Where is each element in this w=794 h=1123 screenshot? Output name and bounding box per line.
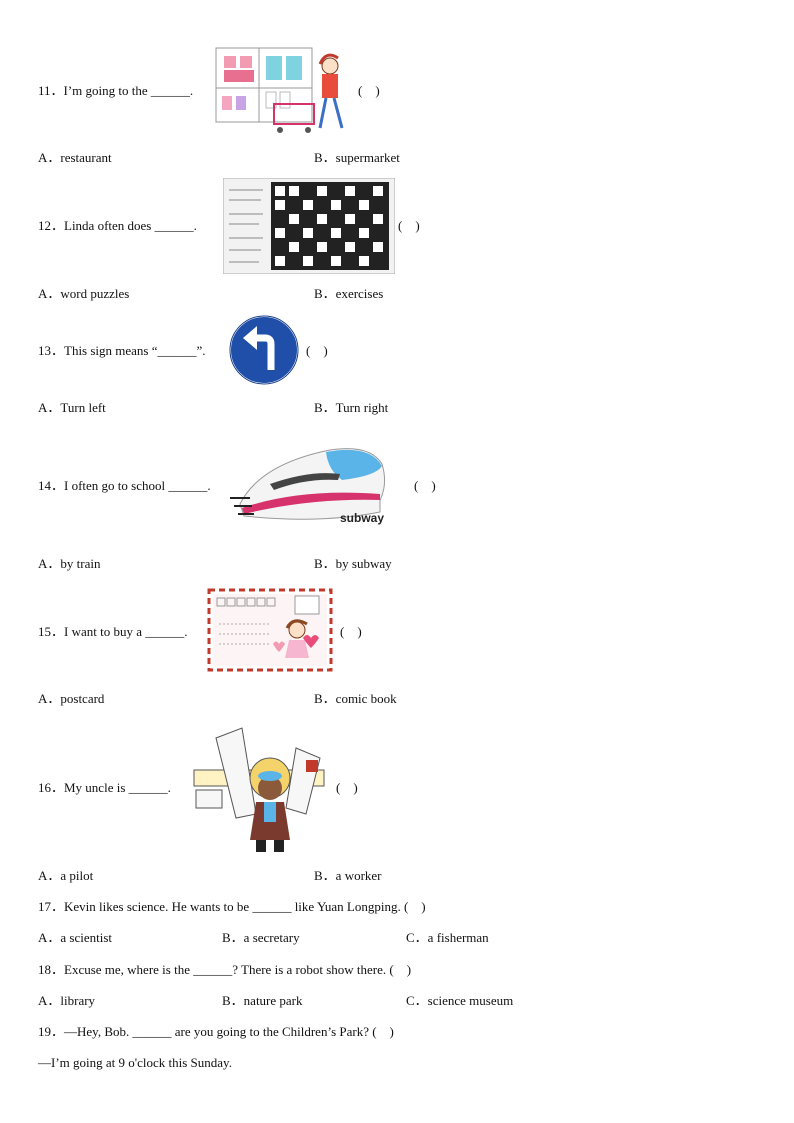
option-11-b[interactable]: B．supermarket (314, 150, 400, 165)
option-17-c[interactable]: C．a fisherman (406, 930, 489, 945)
question-17: 17．Kevin likes science. He wants to be _… (38, 899, 426, 914)
option-18-b[interactable]: B．nature park (222, 993, 303, 1008)
answer-paren-14: ( ) (414, 478, 436, 493)
turn-left-sign-icon (229, 315, 299, 385)
option-12-a[interactable]: A．word puzzles (38, 286, 130, 301)
word-puzzle-image (223, 178, 395, 274)
answer-paren-11: ( ) (358, 83, 380, 98)
question-19: 19．—Hey, Bob. ______ are you going to th… (38, 1024, 394, 1039)
pilot-image (193, 727, 325, 852)
answer-paren-16: ( ) (336, 780, 358, 795)
option-16-b[interactable]: B．a worker (314, 868, 382, 883)
option-11-a[interactable]: A．restaurant (38, 150, 112, 165)
option-17-a[interactable]: A．a scientist (38, 930, 113, 945)
option-18-c[interactable]: C．science museum (406, 993, 514, 1008)
question-18: 18．Excuse me, where is the ______? There… (38, 962, 412, 977)
answer-paren-12: ( ) (398, 218, 420, 233)
option-15-a[interactable]: A．postcard (38, 691, 105, 706)
option-13-b[interactable]: B．Turn right (314, 400, 389, 415)
option-16-a[interactable]: A．a pilot (38, 868, 94, 883)
option-17-b[interactable]: B．a secretary (222, 930, 300, 945)
option-15-b[interactable]: B．comic book (314, 691, 397, 706)
postcard-image (207, 588, 333, 672)
question-13: 13．This sign means “______”. (38, 343, 206, 358)
answer-paren-13: ( ) (306, 343, 328, 358)
option-14-b[interactable]: B．by subway (314, 556, 392, 571)
option-14-a[interactable]: A．by train (38, 556, 101, 571)
option-13-a[interactable]: A．Turn left (38, 400, 106, 415)
supermarket-image (215, 47, 344, 133)
answer-line-19: —I’m going at 9 o'clock this Sunday. (38, 1055, 232, 1070)
option-12-b[interactable]: B．exercises (314, 286, 384, 301)
answer-paren-15: ( ) (340, 624, 362, 639)
question-14: 14．I often go to school ______. (38, 478, 211, 493)
subway-label: subway (340, 511, 384, 525)
question-16: 16．My uncle is ______. (38, 780, 171, 795)
question-15: 15．I want to buy a ______. (38, 624, 188, 639)
option-18-a[interactable]: A．library (38, 993, 96, 1008)
question-11: 11．I’m going to the ______. (38, 83, 194, 98)
question-12: 12．Linda often does ______. (38, 218, 197, 233)
subway-train-image: subway (230, 448, 386, 525)
